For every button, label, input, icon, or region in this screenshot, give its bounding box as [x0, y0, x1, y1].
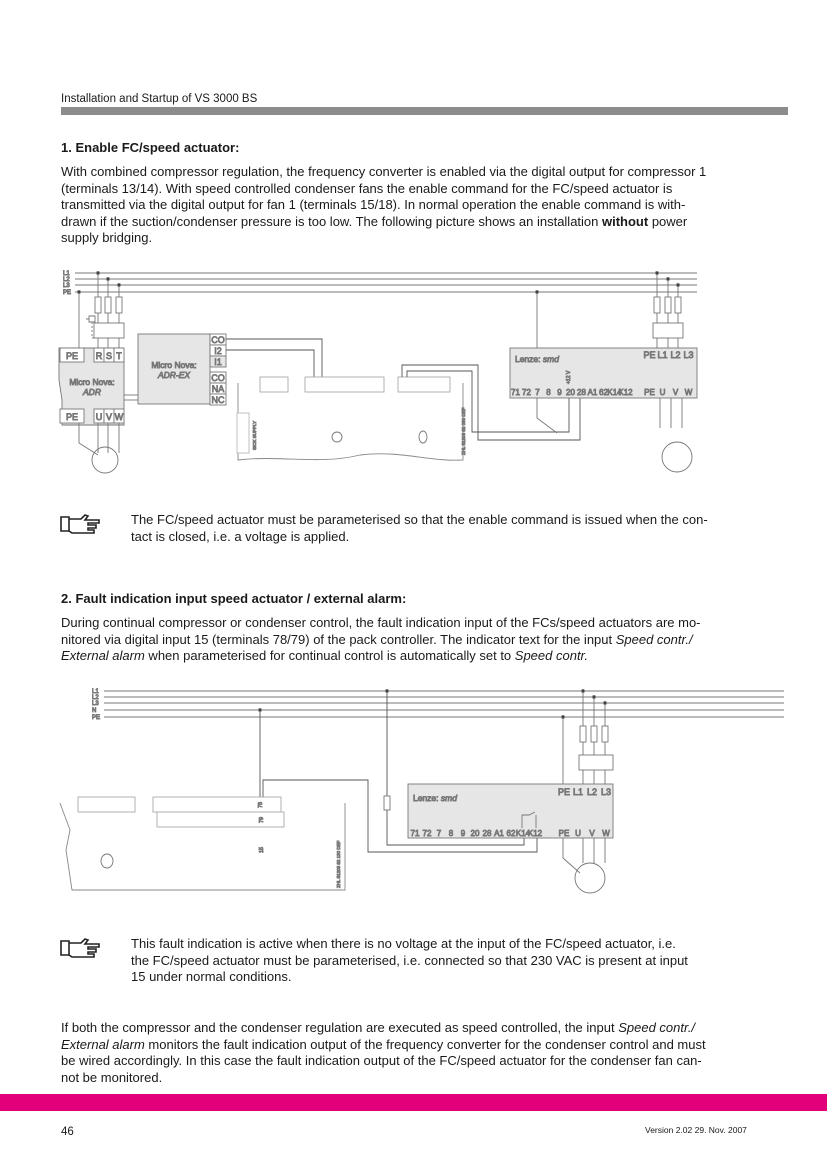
- svg-text:I1: I1: [214, 357, 222, 367]
- terminal-label: PE: [643, 350, 655, 360]
- terminal-label: PE: [559, 829, 570, 838]
- terminal-label: L3: [683, 350, 693, 360]
- running-header: Installation and Startup of VS 3000 BS: [61, 93, 258, 105]
- terminal-label: U: [660, 388, 666, 397]
- pointing-hand-icon: [60, 514, 100, 534]
- terminal-label: V: [589, 829, 595, 838]
- terminal-label: K12: [528, 829, 543, 838]
- terminal-label: 62: [599, 388, 608, 397]
- section1-note: The FC/speed actuator must be parameteri…: [131, 512, 708, 544]
- svg-text:R: R: [96, 351, 103, 361]
- terminal-label: W: [602, 829, 610, 838]
- terminal-label: 72: [522, 388, 531, 397]
- terminal-label: 9: [557, 388, 562, 397]
- svg-text:79: 79: [259, 817, 265, 823]
- svg-text:PE: PE: [66, 351, 78, 361]
- terminal-label: L1: [657, 350, 667, 360]
- terminal-label: 9: [461, 829, 466, 838]
- terminal-label: K12: [618, 388, 633, 397]
- svg-text:I2: I2: [214, 346, 222, 356]
- terminal-label: L3: [601, 787, 611, 797]
- terminal-label: U: [575, 829, 581, 838]
- svg-text:T: T: [116, 351, 122, 361]
- svg-text:L3: L3: [63, 283, 70, 289]
- svg-text:S: S: [106, 351, 112, 361]
- svg-text:NA: NA: [212, 384, 225, 394]
- terminal-label: PE: [644, 388, 655, 397]
- svg-text:78: 78: [258, 802, 264, 808]
- svg-text:W: W: [115, 412, 124, 422]
- section1-heading: 1. Enable FC/speed actuator:: [61, 140, 240, 155]
- svg-text:PE: PE: [66, 412, 78, 422]
- svg-text:L1: L1: [63, 271, 70, 277]
- lenze2-title: Lenze: smd: [413, 793, 457, 803]
- terminal-label: 20: [471, 829, 480, 838]
- closing-paragraph: If both the compressor and the condenser…: [61, 1020, 706, 1085]
- header-rule: [61, 107, 788, 115]
- terminal-label: L1: [573, 787, 583, 797]
- section2-heading: 2. Fault indication input speed actuator…: [61, 591, 407, 606]
- terminal-label: PE: [558, 787, 570, 797]
- terminal-label: L2: [587, 787, 597, 797]
- svg-text:L2: L2: [92, 695, 99, 701]
- section2-body: During continual compressor or condenser…: [61, 615, 701, 663]
- lenze1-title: Lenze: smd: [515, 354, 559, 364]
- svg-text:U: U: [96, 412, 103, 422]
- svg-text:15: 15: [259, 847, 265, 853]
- terminal-label: 20: [566, 388, 575, 397]
- svg-text:CO: CO: [211, 373, 225, 383]
- terminal-label: 8: [449, 829, 454, 838]
- svg-text:+12 V: +12 V: [566, 370, 572, 384]
- svg-text:L3: L3: [92, 701, 99, 707]
- svg-text:ZHL 51203 82 130 DEF: ZHL 51203 82 130 DEF: [336, 840, 341, 888]
- terminal-label: 28: [577, 388, 586, 397]
- svg-text:CO: CO: [211, 335, 225, 345]
- svg-text:L1: L1: [92, 689, 99, 695]
- svg-text:ADR: ADR: [82, 387, 101, 397]
- terminal-label: 7: [437, 829, 442, 838]
- terminal-label: 28: [483, 829, 492, 838]
- svg-text:SICK SUPPLY: SICK SUPPLY: [252, 421, 257, 450]
- terminal-label: K14: [516, 829, 531, 838]
- svg-text:V: V: [106, 412, 112, 422]
- pointing-hand-icon: [60, 938, 100, 958]
- terminal-label: L2: [670, 350, 680, 360]
- svg-text:NC: NC: [212, 395, 225, 405]
- svg-text:ADR-EX: ADR-EX: [157, 370, 190, 380]
- terminal-label: 72: [423, 829, 432, 838]
- diagram1-supply-lines: [58, 272, 784, 894]
- terminal-label: W: [685, 388, 693, 397]
- svg-text:L2: L2: [63, 277, 70, 283]
- section2-note: This fault indication is active when the…: [131, 936, 688, 984]
- section1-body: With combined compressor regulation, the…: [61, 164, 707, 245]
- svg-text:PE: PE: [63, 290, 71, 296]
- svg-text:ZHL 51203 82 030 DEF: ZHL 51203 82 030 DEF: [461, 407, 466, 455]
- terminal-label: 71: [411, 829, 420, 838]
- terminal-label: A1: [588, 388, 598, 397]
- svg-text:PE: PE: [92, 715, 100, 721]
- footer-accent-bar: [0, 1094, 827, 1111]
- svg-text:Micro Nova:: Micro Nova:: [151, 360, 196, 370]
- terminal-label: A1: [494, 829, 504, 838]
- page-number: 46: [61, 1126, 74, 1138]
- terminal-label: 8: [546, 388, 551, 397]
- terminal-label: V: [673, 388, 679, 397]
- adr-title: Micro Nova:: [69, 377, 114, 387]
- terminal-label: 7: [535, 388, 540, 397]
- terminal-label: K14: [607, 388, 622, 397]
- terminal-label: 71: [511, 388, 520, 397]
- terminal-label: 62: [507, 829, 516, 838]
- version-date: Version 2.02 29. Nov. 2007: [645, 1125, 747, 1135]
- svg-text:N: N: [92, 708, 96, 714]
